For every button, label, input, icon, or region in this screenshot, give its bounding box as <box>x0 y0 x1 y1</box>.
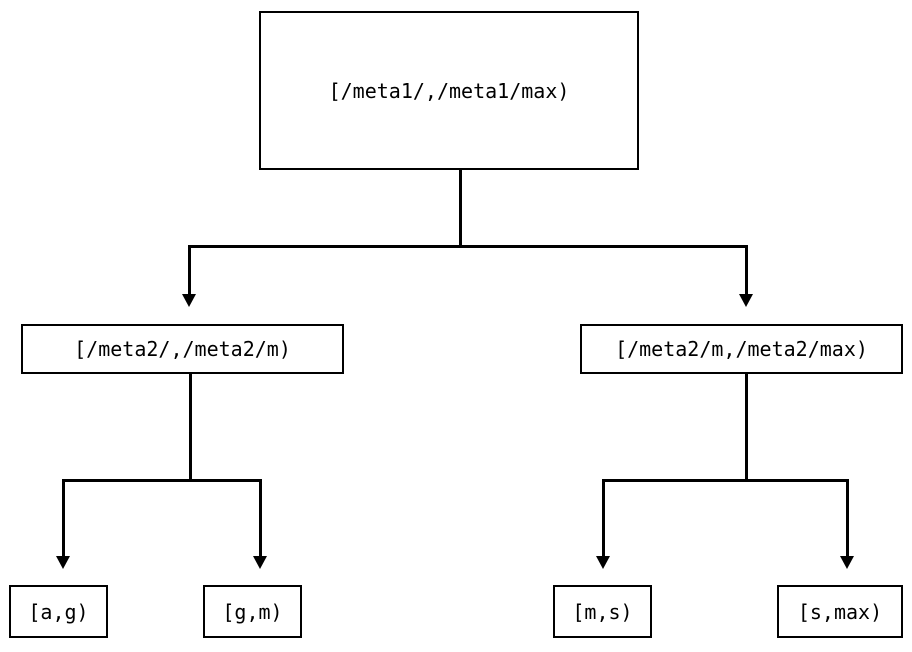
tree-node-leaf-smax-label: [s,max) <box>797 599 883 624</box>
tree-node-mid-right[interactable]: [/meta2/m,/meta2/max) <box>580 324 903 374</box>
edge-root-horizontal-bar <box>188 245 748 248</box>
arrowhead-down-icon-leaf-ms <box>596 556 610 569</box>
edge-mid-left-to-leaf-ag-drop <box>62 479 65 557</box>
edge-mid-left-horizontal-bar <box>62 479 262 482</box>
arrowhead-down-icon-leaf-gm <box>253 556 267 569</box>
edge-root-to-mid-left-drop <box>188 245 191 295</box>
tree-node-leaf-ms-label: [m,s) <box>572 599 633 624</box>
edge-mid-right-horizontal-bar <box>602 479 849 482</box>
tree-node-root-label: [/meta1/,/meta1/max) <box>328 78 570 103</box>
tree-node-leaf-gm[interactable]: [g,m) <box>203 585 302 638</box>
arrowhead-down-icon-mid-left <box>182 294 196 307</box>
edge-mid-right-trunk <box>745 374 748 482</box>
tree-node-mid-left[interactable]: [/meta2/,/meta2/m) <box>21 324 344 374</box>
edge-mid-right-to-leaf-ms-drop <box>602 479 605 557</box>
arrowhead-down-icon-leaf-smax <box>840 556 854 569</box>
tree-node-mid-left-label: [/meta2/,/meta2/m) <box>74 337 291 361</box>
edge-mid-left-trunk <box>189 374 192 482</box>
tree-node-mid-right-label: [/meta2/m,/meta2/max) <box>615 337 868 361</box>
arrowhead-down-icon-mid-right <box>739 294 753 307</box>
arrowhead-down-icon-leaf-ag <box>56 556 70 569</box>
tree-node-root[interactable]: [/meta1/,/meta1/max) <box>259 11 639 170</box>
tree-node-leaf-gm-label: [g,m) <box>222 599 283 624</box>
edge-root-to-mid-right-drop <box>745 245 748 295</box>
edge-root-trunk <box>459 170 462 248</box>
tree-node-leaf-ms[interactable]: [m,s) <box>553 585 652 638</box>
tree-node-leaf-ag-label: [a,g) <box>28 599 89 624</box>
tree-node-leaf-ag[interactable]: [a,g) <box>9 585 108 638</box>
edge-mid-left-to-leaf-gm-drop <box>259 479 262 557</box>
edge-mid-right-to-leaf-smax-drop <box>846 479 849 557</box>
tree-node-leaf-smax[interactable]: [s,max) <box>777 585 903 638</box>
